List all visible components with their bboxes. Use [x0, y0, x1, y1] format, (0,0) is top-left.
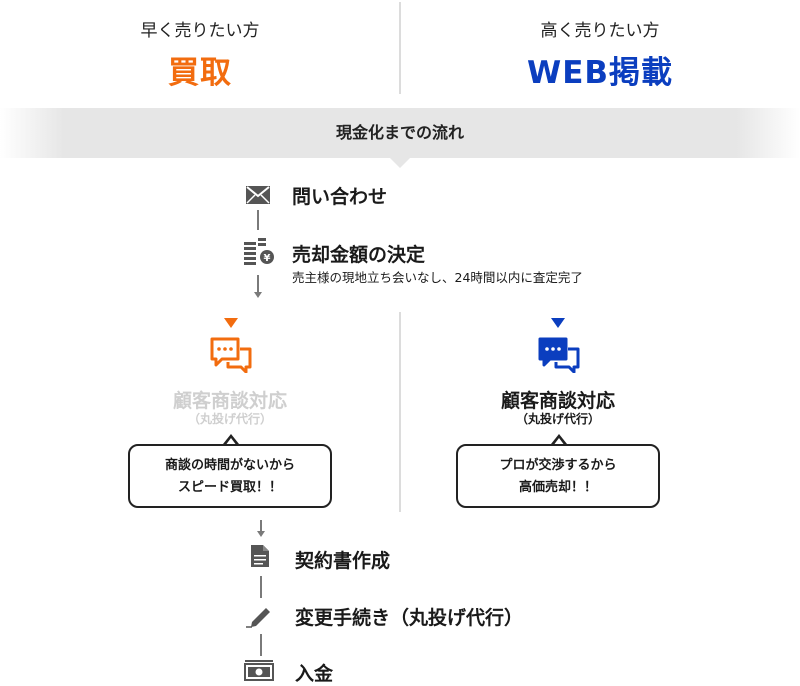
header-right-subtitle: 高く売りたい方 [540, 21, 660, 41]
document-icon [251, 545, 269, 567]
connector-line [257, 275, 259, 293]
pen-icon [246, 608, 270, 628]
right-branch-title: 顧客商談対応 [500, 390, 615, 412]
header-left-title: 買取 [168, 55, 232, 91]
connector-arrowhead [254, 292, 262, 298]
header-divider [399, 2, 401, 94]
step-contract: 契約書作成 [295, 550, 391, 572]
header-right: 高く売りたい方 WEB掲載 [400, 0, 800, 92]
header-right-title: WEB掲載 [527, 55, 673, 91]
svg-text:¥: ¥ [264, 253, 271, 264]
flow-band: 現金化までの流れ [0, 108, 800, 158]
left-branch-title: 顧客商談対応 [172, 390, 287, 412]
banknote-icon [244, 660, 274, 681]
right-branch-marker [551, 318, 565, 328]
branch-divider [399, 312, 401, 512]
connector-line [257, 210, 259, 230]
left-bubble-tail-inner [225, 438, 237, 446]
envelope-icon [246, 186, 270, 204]
right-speech-bubble: プロが交渉するから 高価売却！！ [456, 444, 660, 508]
step-price-note: 売主様の現地立ち会いなし、24時間以内に査定完了 [292, 270, 583, 285]
left-branch-marker [224, 318, 238, 328]
coins-yen-icon: ¥ [244, 238, 274, 265]
right-branch-subtitle: （丸投げ代行） [515, 412, 600, 426]
chat-bubbles-icon [538, 337, 580, 373]
connector-line [260, 634, 262, 656]
left-bubble-line-2: スピード買取！！ [177, 480, 282, 495]
flow-band-arrow [390, 158, 410, 168]
step-payment: 入金 [295, 663, 334, 685]
connector-arrowhead [257, 531, 265, 537]
step-price-decision: 売却金額の決定 [292, 244, 426, 266]
connector-line [260, 576, 262, 598]
step-inquiry: 問い合わせ [292, 186, 388, 208]
right-bubble-line-2: 高価売却！！ [518, 480, 597, 495]
left-speech-bubble: 商談の時間がないから スピード買取！！ [128, 444, 332, 508]
header-left-subtitle: 早く売りたい方 [140, 21, 260, 41]
chat-bubbles-icon [210, 337, 252, 373]
right-bubble-tail-inner [553, 438, 565, 446]
connector-line [260, 520, 262, 532]
header-left: 早く売りたい方 買取 [0, 0, 400, 92]
step-change-procedure: 変更手続き（丸投げ代行） [295, 607, 524, 629]
left-branch-subtitle: （丸投げ代行） [187, 412, 272, 426]
right-bubble-line-1: プロが交渉するから [499, 458, 617, 473]
left-bubble-line-1: 商談の時間がないから [164, 458, 295, 473]
